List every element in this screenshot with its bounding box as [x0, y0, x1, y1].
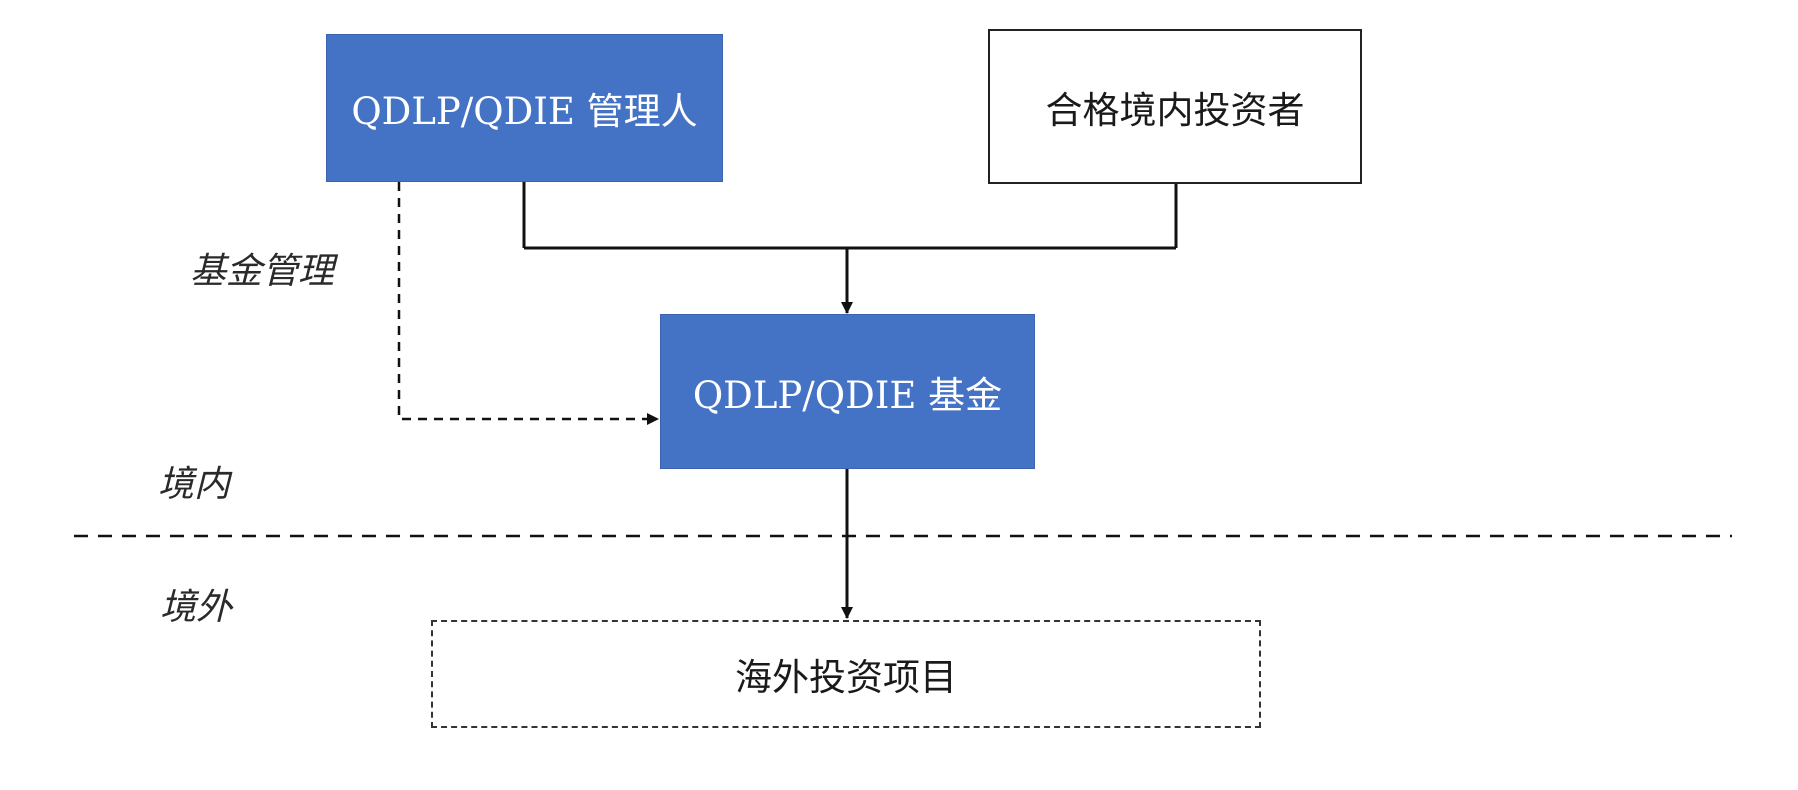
overseas-region-label: 境外 [160, 587, 233, 628]
investor-node: 合格境内投资者 [988, 29, 1362, 184]
manager-label: QDLP/QDIE 管理人 [351, 90, 698, 133]
arrow-fund-management-dashed [397, 182, 659, 425]
fund-node: QDLP/QDIE 基金 [660, 314, 1035, 469]
manager-node: QDLP/QDIE 管理人 [326, 34, 723, 182]
overseas-node: 海外投资项目 [431, 620, 1261, 728]
domestic-label: 境内 [158, 464, 231, 505]
fund-management-label: 基金管理 [190, 251, 335, 292]
overseas-label: 海外投资项目 [735, 656, 957, 699]
investor-label: 合格境内投资者 [1045, 88, 1305, 132]
fund-label: QDLP/QDIE 基金 [692, 373, 1003, 417]
